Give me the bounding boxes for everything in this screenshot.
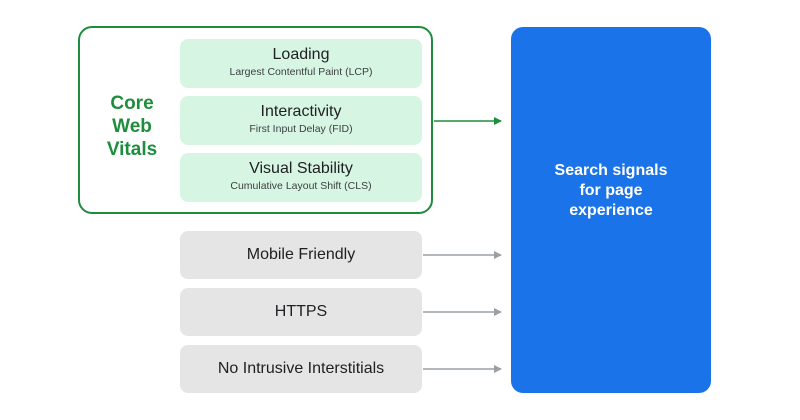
core-web-vitals-label-line: Core (110, 93, 154, 114)
vital-box-visual-stability: Visual Stability Cumulative Layout Shift… (180, 153, 422, 202)
vital-box-loading: Loading Largest Contentful Paint (LCP) (180, 39, 422, 88)
vital-title: Loading (272, 46, 330, 63)
core-web-vitals-label-line: Vitals (106, 139, 158, 160)
core-web-vitals-label: Core Web Vitals (90, 92, 174, 161)
vital-box-interactivity: Interactivity First Input Delay (FID) (180, 96, 422, 145)
vital-title: Visual Stability (249, 160, 353, 177)
signal-box-mobile-friendly: Mobile Friendly (180, 231, 422, 279)
signal-label: Mobile Friendly (246, 246, 356, 263)
search-signals-label: Search signals for page experience (554, 162, 668, 219)
core-web-vitals-label-line: Web (112, 116, 152, 137)
vital-subtitle: Cumulative Layout Shift (CLS) (230, 180, 372, 192)
vital-subtitle: Largest Contentful Paint (LCP) (229, 66, 373, 78)
signal-box-no-intrusive-interstitials: No Intrusive Interstitials (180, 345, 422, 393)
signal-label: No Intrusive Interstitials (217, 360, 385, 377)
signal-box-https: HTTPS (180, 288, 422, 336)
signal-label: HTTPS (274, 303, 328, 320)
vital-subtitle: First Input Delay (FID) (249, 123, 353, 135)
vital-title: Interactivity (260, 103, 342, 120)
search-signals-box: Search signals for page experience (511, 27, 711, 393)
core-web-vitals-group (78, 26, 433, 214)
